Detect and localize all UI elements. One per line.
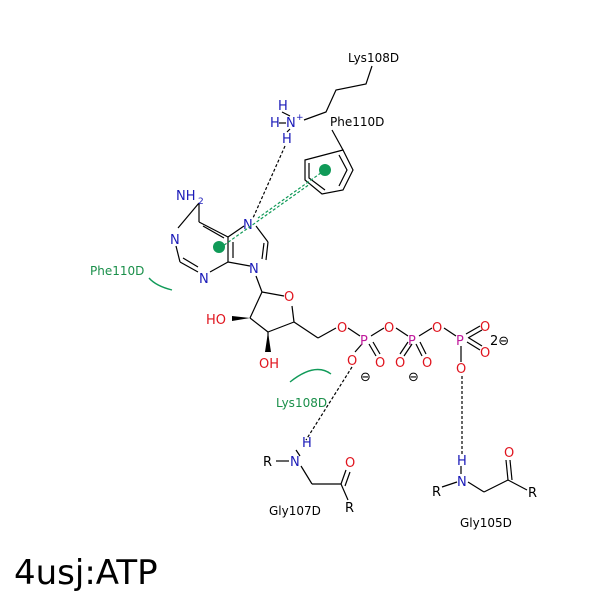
wedge-2prime: [232, 316, 250, 321]
atom-n3: N: [199, 272, 209, 287]
pi-stacking: [219, 169, 326, 249]
atom-h-gly107: H: [302, 436, 312, 451]
label-lys108d-mid: Lys108D: [276, 396, 327, 410]
atom-r-gly105-right: R: [528, 486, 537, 501]
atom-n-gly105: N: [457, 475, 467, 490]
hbond-gly107-o: [305, 366, 353, 441]
atom-p-beta: P: [408, 334, 416, 349]
wedge-3prime: [265, 332, 271, 352]
atom-n9: N: [249, 262, 259, 277]
charge-minus-beta: ⊖: [408, 370, 419, 385]
charge-plus: +: [296, 113, 304, 123]
label-gly107d: Gly107D: [269, 504, 321, 518]
adenine-bonds: [175, 202, 269, 293]
arc-lys108d-mid: [289, 368, 332, 383]
gly107-bonds: [276, 449, 351, 501]
atom-o-beta-1: O: [395, 356, 405, 371]
charge-minus-alpha: ⊖: [360, 370, 371, 385]
atom-p-alpha: P: [360, 334, 368, 349]
atom-o-gamma-1: O: [480, 320, 490, 335]
diagram-title: 4usj:ATP: [14, 553, 158, 593]
label-lys108d-top: Lys108D: [348, 51, 399, 65]
atom-n-lys: N: [286, 116, 296, 131]
atom-nh2: NH: [176, 189, 196, 204]
charge-2minus-gamma: 2⊖: [490, 334, 509, 349]
phenyl-ring: [304, 129, 354, 195]
atom-o-gly107: O: [345, 456, 355, 471]
atom-o5prime: O: [337, 321, 347, 336]
atom-o-bridge-2: O: [432, 321, 442, 336]
ring-centroid-adenine: [213, 241, 225, 253]
atom-o-alpha-1: O: [347, 354, 357, 369]
atom-n7: N: [243, 218, 253, 233]
label-gly105d: Gly105D: [460, 516, 512, 530]
atom-n-gly107: N: [290, 455, 300, 470]
atom-h-lower: H: [282, 132, 292, 147]
atom-r-gly107-left: R: [263, 455, 272, 470]
atom-h-left: H: [270, 116, 280, 131]
atom-h-upper: H: [278, 99, 288, 114]
gly105-bonds: [441, 459, 528, 493]
atom-o-beta-2: O: [422, 356, 432, 371]
atom-n1: N: [170, 233, 180, 248]
lys-top-chain: [303, 65, 373, 121]
atom-o-gamma-2: O: [480, 346, 490, 361]
arc-phe110d-left: [148, 277, 173, 291]
atom-p-gamma: P: [456, 334, 464, 349]
atom-o-gly105: O: [504, 446, 514, 461]
atom-oh: OH: [259, 357, 279, 372]
label-phe110d-top: Phe110D: [330, 115, 384, 129]
atom-nh2-subscript: 2: [198, 197, 204, 207]
hydrophobic-arcs: [148, 277, 332, 383]
atom-r-gly107-right: R: [345, 501, 354, 516]
atom-o-ring: O: [284, 290, 294, 305]
pi-adenine-phe: [219, 183, 311, 249]
atom-r-gly105-left: R: [432, 485, 441, 500]
atom-ho: HO: [206, 313, 226, 328]
label-phe110d-left: Phe110D: [90, 264, 144, 278]
lys-top-residue: [303, 65, 373, 121]
phosphate-bonds: [347, 325, 483, 362]
atom-h-gly105: H: [457, 454, 467, 469]
atom-o-bridge-1: O: [384, 321, 394, 336]
pi-phe-n7: [257, 169, 326, 219]
hbond-lys-n7: [252, 145, 286, 219]
atom-o-gamma-3: O: [456, 362, 466, 377]
hydrogen-bonds: [252, 145, 463, 454]
bond-h-n-1: [281, 111, 291, 117]
bond-h-n-3: [286, 128, 291, 133]
atom-o-alpha-2: O: [375, 356, 385, 371]
